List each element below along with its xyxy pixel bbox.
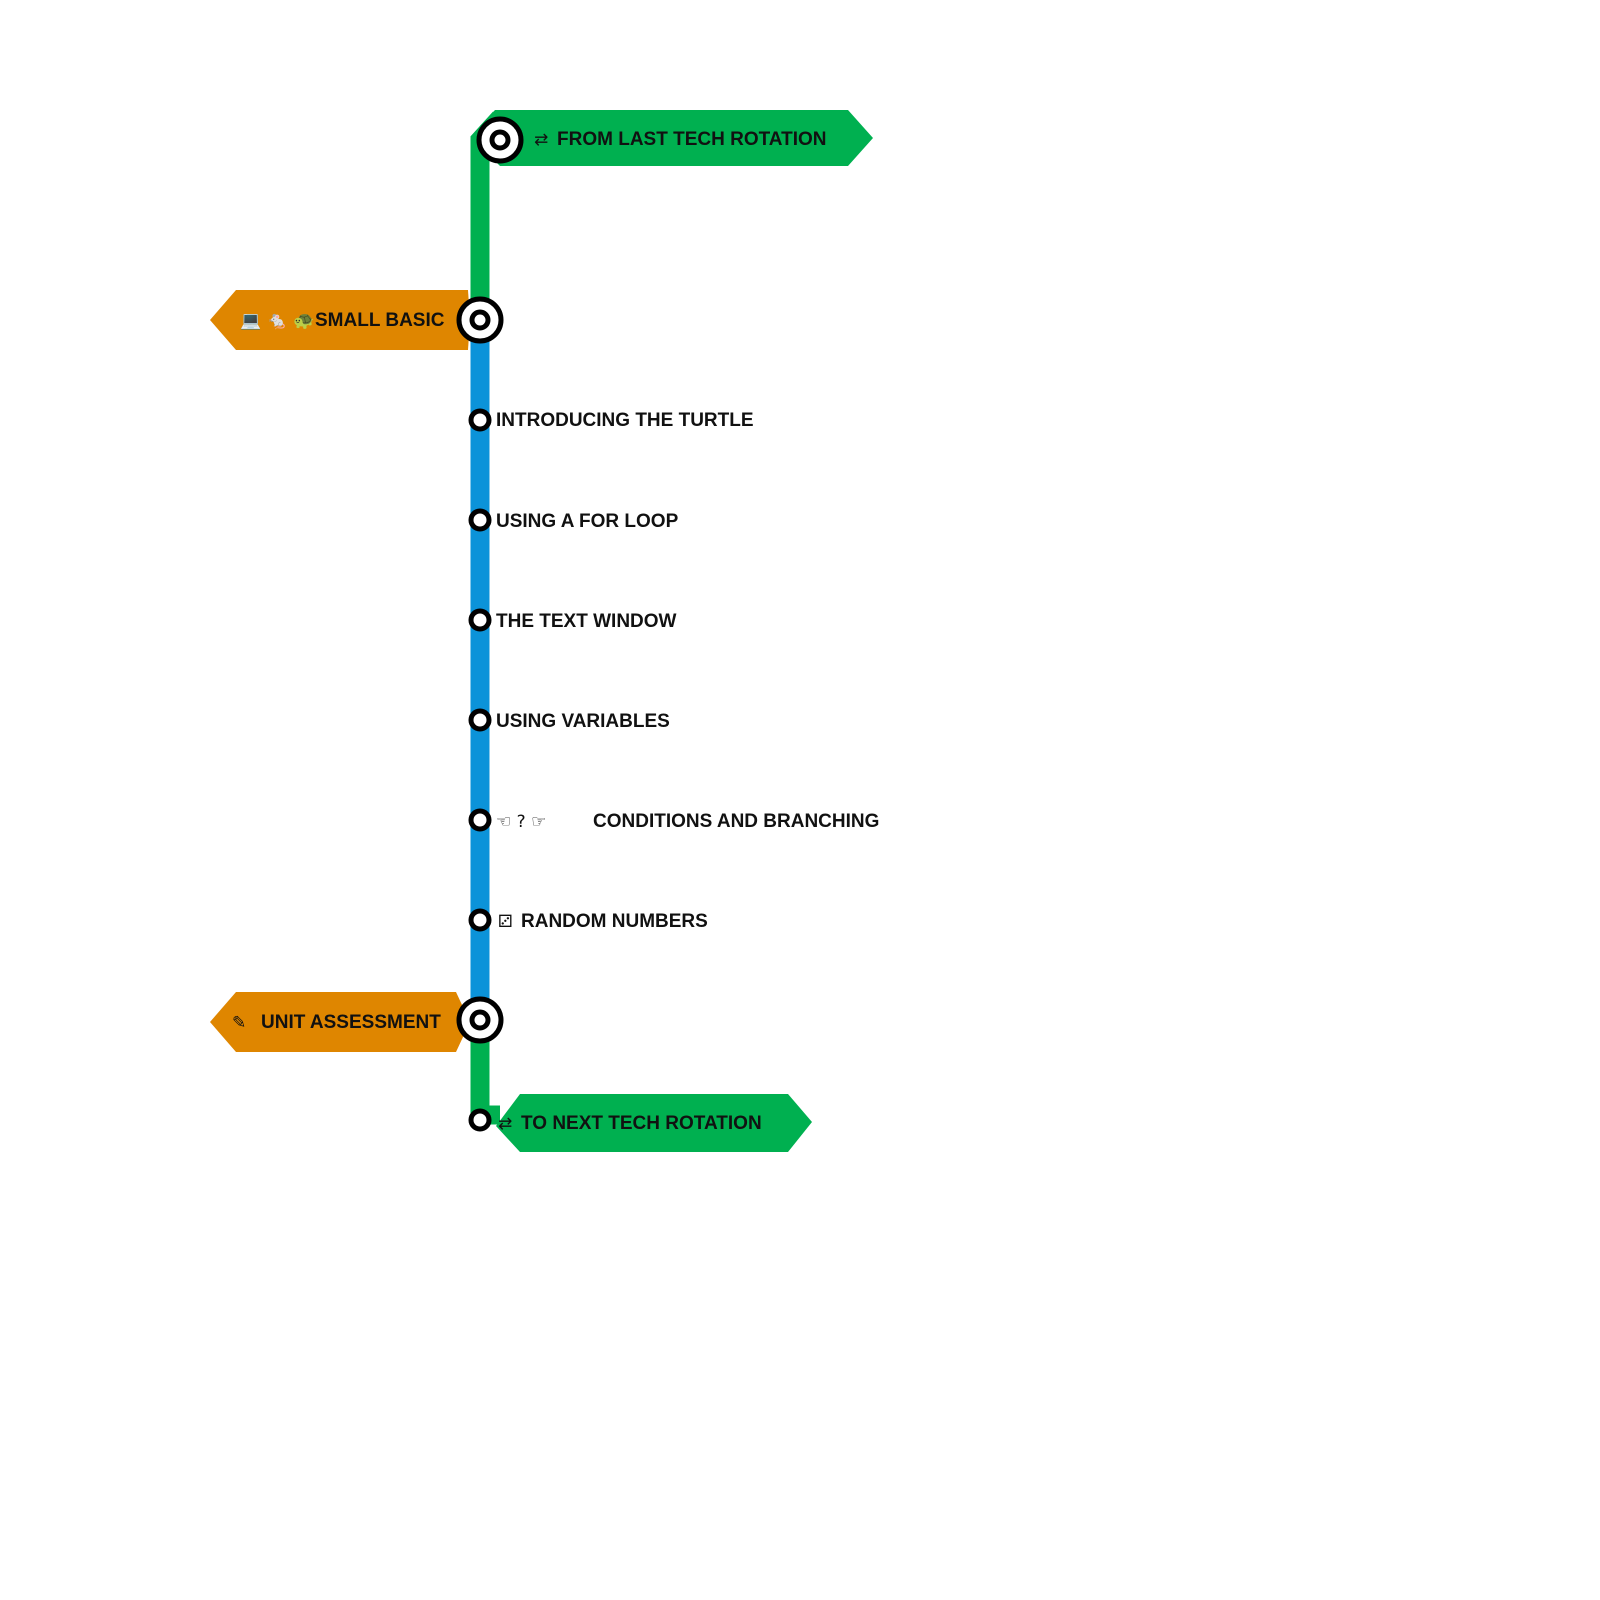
station-label-for-loop[interactable]: USING A FOR LOOP	[496, 511, 679, 532]
station-to-next[interactable]	[468, 1108, 492, 1132]
interchange-core	[489, 129, 511, 151]
station-marker	[468, 608, 492, 632]
station-marker	[468, 1108, 492, 1132]
interchange-core	[469, 309, 491, 331]
station-random[interactable]	[468, 908, 492, 932]
station-label-small-basic[interactable]: 💻 🐁 🐢 SMALL BASIC	[240, 310, 445, 331]
svg-text:THE TEXT WINDOW: THE TEXT WINDOW	[496, 611, 677, 632]
station-turtle[interactable]	[468, 408, 492, 432]
station-marker	[468, 408, 492, 432]
svg-text:SMALL BASIC: SMALL BASIC	[315, 310, 445, 331]
dice-icon: ⚂	[498, 912, 513, 932]
station-text-window[interactable]	[468, 608, 492, 632]
station-label-variables[interactable]: USING VARIABLES	[496, 711, 670, 732]
station-label-turtle[interactable]: INTRODUCING THE TURTLE	[496, 410, 754, 431]
station-for-loop[interactable]	[468, 508, 492, 532]
svg-text:USING A FOR LOOP: USING A FOR LOOP	[496, 511, 679, 532]
svg-text:UNIT ASSESSMENT: UNIT ASSESSMENT	[261, 1012, 441, 1033]
station-label-to-next[interactable]: ⇄ TO NEXT TECH ROTATION	[498, 1113, 762, 1134]
svg-text:CONDITIONS AND BRANCHING: CONDITIONS AND BRANCHING	[593, 811, 879, 832]
badge-small-basic[interactable]	[210, 290, 470, 350]
station-marker	[468, 508, 492, 532]
station-conditions[interactable]	[468, 808, 492, 832]
station-small-basic[interactable]	[456, 296, 504, 344]
station-marker	[468, 908, 492, 932]
conditions-icons: ☜ ? ☞	[496, 812, 546, 832]
svg-text:RANDOM NUMBERS: RANDOM NUMBERS	[521, 911, 708, 932]
station-assessment[interactable]	[456, 996, 504, 1044]
station-label-conditions[interactable]: ☜ ? ☞ CONDITIONS AND BRANCHING	[496, 811, 879, 832]
svg-text:TO NEXT TECH ROTATION: TO NEXT TECH ROTATION	[521, 1113, 762, 1134]
station-from-last[interactable]	[476, 116, 524, 164]
station-label-from-last[interactable]: ⇄ FROM LAST TECH ROTATION	[534, 129, 827, 150]
svg-text:USING VARIABLES: USING VARIABLES	[496, 711, 670, 732]
badge-unit-assessment[interactable]	[210, 992, 470, 1052]
station-label-text-window[interactable]: THE TEXT WINDOW	[496, 611, 677, 632]
small-basic-icons: 💻 🐁 🐢	[240, 311, 314, 331]
badge-from-last-tech-rotation[interactable]	[480, 110, 873, 166]
station-marker	[468, 708, 492, 732]
repeat-icon: ⇄	[534, 130, 548, 150]
station-label-assessment[interactable]: ✎ UNIT ASSESSMENT	[232, 1012, 441, 1033]
station-label-random[interactable]: ⚂ RANDOM NUMBERS	[498, 911, 708, 932]
svg-text:INTRODUCING THE TURTLE: INTRODUCING THE TURTLE	[496, 410, 754, 431]
svg-text:FROM LAST TECH ROTATION: FROM LAST TECH ROTATION	[557, 129, 827, 150]
scroll-icon: ✎	[232, 1013, 246, 1033]
interchange-core	[469, 1009, 491, 1031]
station-variables[interactable]	[468, 708, 492, 732]
repeat-icon: ⇄	[498, 1114, 512, 1134]
station-marker	[468, 808, 492, 832]
badge-to-next-tech-rotation[interactable]	[496, 1094, 812, 1152]
